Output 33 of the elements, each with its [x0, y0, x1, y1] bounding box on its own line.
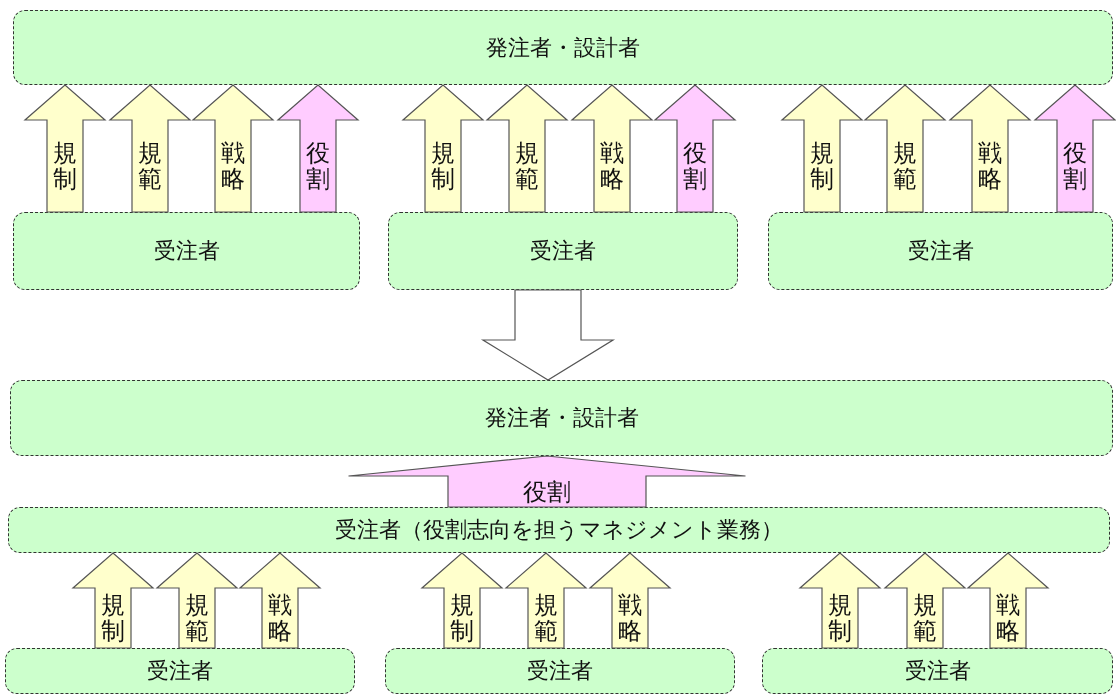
party-box: 受注者: [768, 212, 1113, 290]
edge-label: 規範: [184, 591, 210, 645]
party-box: 受注者: [762, 648, 1113, 694]
edge-label: 規制: [809, 139, 835, 193]
party-box: 受注者: [388, 212, 738, 290]
party-box: 発注者・設計者: [13, 10, 1113, 85]
edge-label: 役割: [305, 139, 331, 193]
edge-label: 規制: [52, 139, 78, 193]
edge-label: 規範: [533, 591, 559, 645]
edge-label: 規範: [892, 139, 918, 193]
edge-label: 戦略: [267, 591, 293, 645]
edge-label: 規制: [449, 591, 475, 645]
edge-label: 規範: [514, 139, 540, 193]
party-box: 受注者: [5, 648, 355, 694]
party-box: 受注者（役割志向を担うマネジメント業務）: [8, 507, 1110, 553]
edge-label: 規制: [827, 591, 853, 645]
party-box: 受注者: [13, 212, 360, 290]
party-box: 受注者: [385, 648, 735, 694]
edge-label: 戦略: [977, 139, 1003, 193]
edge-label: 役割: [523, 478, 571, 505]
edge-label: 規範: [137, 139, 163, 193]
edge-label: 戦略: [220, 139, 246, 193]
edge-label: 戦略: [995, 591, 1021, 645]
block-arrow: [347, 455, 747, 508]
party-box: 発注者・設計者: [10, 380, 1113, 456]
edge-label: 規制: [100, 591, 126, 645]
edge-label: 戦略: [617, 591, 643, 645]
edge-label: 役割: [1062, 139, 1088, 193]
block-arrow: [480, 289, 616, 381]
edge-label: 規制: [430, 139, 456, 193]
edge-label: 役割: [682, 139, 708, 193]
edge-label: 規範: [912, 591, 938, 645]
edge-label: 戦略: [599, 139, 625, 193]
